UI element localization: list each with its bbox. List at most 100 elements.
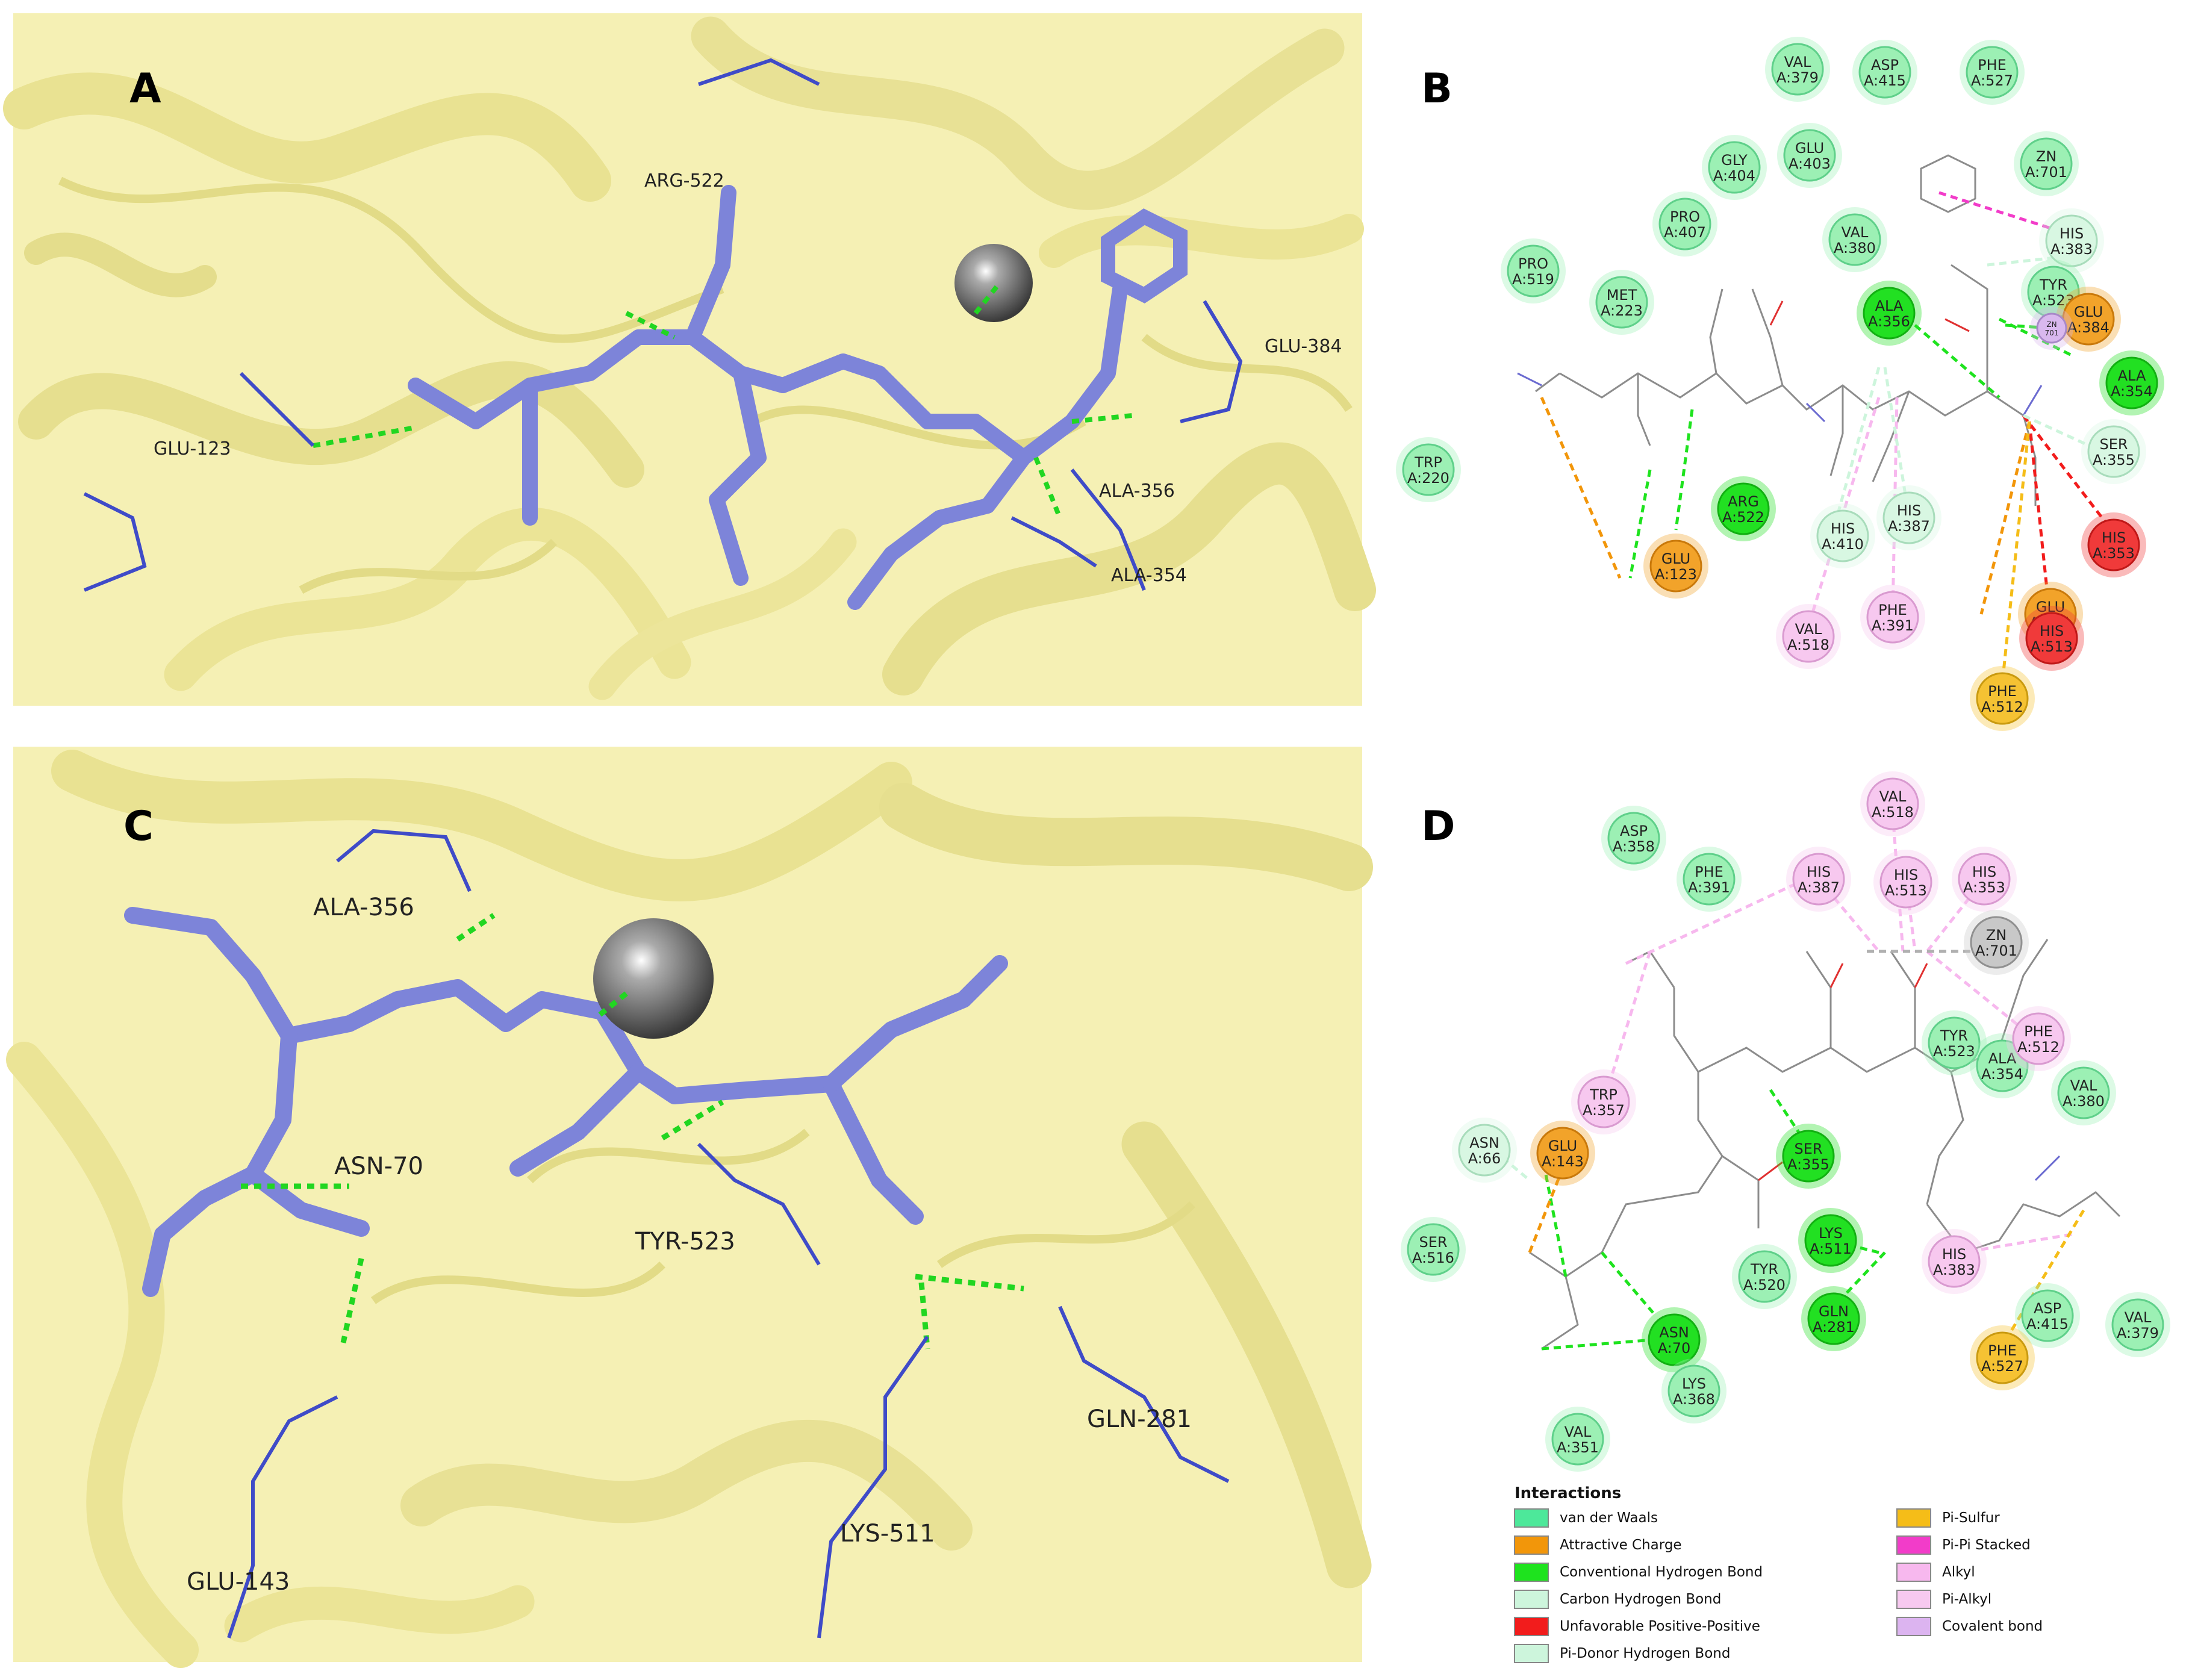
residue-number: A:522	[1722, 509, 1764, 526]
residue-disc	[2105, 356, 2158, 409]
residue-number: A:354	[2111, 383, 2153, 400]
residue-disc	[1976, 672, 2029, 725]
panel-b-ligand-skeleton	[1535, 264, 2037, 506]
residue-disc	[1882, 491, 1935, 544]
residue-number: A:356	[1868, 313, 1910, 330]
legend-label: Pi-Pi Stacked	[1942, 1537, 2031, 1553]
residue-name: LYS	[1819, 1225, 1843, 1242]
residue-disc	[1717, 482, 1770, 535]
residue-disc	[2057, 1066, 2110, 1119]
panel-c-ribbons	[6, 750, 1373, 1668]
residue-name: TYR	[1750, 1261, 1778, 1278]
residue-number: A:281	[1813, 1319, 1855, 1336]
residue-name: VAL	[1879, 788, 1907, 805]
panel-a-label-ala354: ALA-354	[1111, 565, 1187, 586]
residue-number: A:415	[1864, 72, 1906, 89]
residue-number: A:513	[2031, 638, 2073, 655]
residue-disc	[1667, 1364, 1720, 1417]
residue-disc	[1708, 141, 1761, 194]
panel-b-interaction-lines	[1540, 191, 2115, 684]
residue-name: GLU	[1548, 1137, 1577, 1154]
residue-name: GLU	[1795, 140, 1824, 157]
residue-number: A:415	[2026, 1316, 2069, 1333]
residue-name: TRP	[1589, 1086, 1618, 1103]
panel-a-sidechains	[83, 58, 1243, 592]
residue-number: A:511	[1810, 1240, 1852, 1257]
residue-disc	[1976, 1039, 2029, 1092]
residue-name: VAL	[2070, 1077, 2097, 1094]
panel-c: C ALA-356 ASN-70 TYR-523 GLN-281 LYS-511…	[6, 747, 1373, 1668]
residue-number: A:66	[1468, 1150, 1501, 1167]
residue-number: A:407	[1664, 224, 1706, 241]
residue-number: A:357	[1583, 1102, 1625, 1119]
panel-c-loops	[370, 1128, 1195, 1304]
residue-number: A:223	[1601, 302, 1643, 319]
residue-number: A:391	[1872, 617, 1914, 634]
residue-number: A:358	[1613, 838, 1655, 855]
residue-disc	[1792, 853, 1845, 906]
legend-swatch	[1896, 1508, 1931, 1528]
residue-number: A:379	[1776, 69, 1819, 86]
residue-number: A:523	[1933, 1043, 1975, 1060]
residue-disc	[2020, 137, 2073, 190]
legend-swatch	[1896, 1535, 1931, 1555]
legend-label: van der Waals	[1560, 1510, 1658, 1526]
residue-name: HIS	[2040, 623, 2064, 639]
residue-disc	[1928, 1235, 1981, 1288]
panel-a-letter: A	[129, 65, 161, 113]
residue-name: VAL	[1784, 54, 1811, 70]
residue-disc	[1771, 43, 1824, 96]
residue-name: HIS	[1807, 863, 1831, 880]
panel-c-label-lys511: LYS-511	[840, 1520, 935, 1548]
panel-c-label-glu143: GLU-143	[187, 1568, 290, 1596]
legend-label: Conventional Hydrogen Bond	[1560, 1564, 1763, 1580]
residue-disc	[1866, 777, 1919, 830]
residue-name: VAL	[1795, 621, 1822, 638]
residue-disc	[1577, 1075, 1630, 1128]
legend-swatch	[1514, 1590, 1549, 1609]
residue-disc	[1649, 540, 1702, 593]
residue-name: PHE	[2024, 1023, 2053, 1040]
residue-name: GLU	[1661, 550, 1690, 567]
panel-c-zinc-sphere	[593, 918, 714, 1039]
residue-name: ASP	[2034, 1300, 2061, 1317]
residue-disc	[1866, 591, 1919, 644]
residue-number: A:701	[2025, 164, 2067, 181]
residue-name: HIS	[1972, 863, 1996, 880]
residue-number: A:410	[1822, 536, 1864, 553]
residue-disc	[2021, 1289, 2074, 1342]
residue-number: A:520	[1743, 1277, 1786, 1293]
residue-disc	[1807, 1292, 1860, 1345]
residue-disc	[1976, 1331, 2029, 1384]
legend-swatch	[1514, 1535, 1549, 1555]
panel-a: A ARG-522 GLU-384 GLU-123 ALA-356 ALA-35…	[3, 13, 1376, 706]
residue-name: MET	[1607, 287, 1637, 303]
residue-name: ASP	[1871, 57, 1899, 73]
panel-a-label-glu123: GLU-123	[154, 438, 231, 459]
residue-disc	[1966, 46, 2019, 99]
residue-name: VAL	[1842, 224, 1869, 241]
panel-a-phenyl-ring	[1101, 208, 1188, 303]
legend-label: Attractive Charge	[1560, 1537, 1682, 1553]
residue-number: A:518	[1872, 804, 1914, 821]
residue-disc	[1863, 287, 1916, 340]
panel-a-zinc-sphere	[954, 244, 1033, 322]
